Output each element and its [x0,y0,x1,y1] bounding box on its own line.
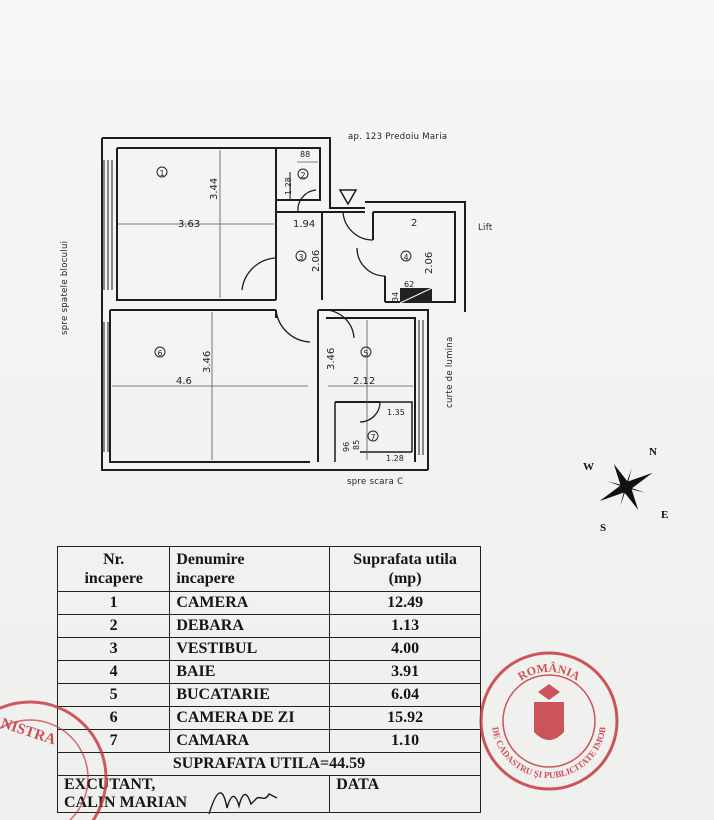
compass-south: S [600,522,606,534]
floor-plan: 1 2 3 4 5 6 7 3.63 3.44 88 1.28 1.94 2.0… [60,132,668,534]
header-name: Denumire incapere [169,546,331,592]
room-number-6: 6 [157,349,162,358]
cell-area: 6.04 [329,683,481,707]
executant-cell: EXCUTANT, CALIN MARIAN [56,775,331,813]
cell-area: 12.49 [329,591,481,615]
dim-r7-bottom: 1.28 [386,454,404,463]
bottom-label: spre scara C [347,477,403,487]
cell-nr: 1 [56,591,171,615]
cell-name: DEBARA [169,614,331,638]
dim-r5-width: 2.12 [353,376,375,387]
dim-r2-top: 88 [300,150,310,159]
cell-area: 1.13 [329,614,481,638]
door-arc-r1 [241,257,277,291]
cell-name: CAMARA [169,729,331,753]
entrance-marker [338,189,358,206]
cell-area: 15.92 [329,706,481,730]
right-side-label: curte de lumina [445,336,455,408]
lift-label: Lift [478,223,493,233]
compass-icon [599,464,653,510]
room-number-4: 4 [403,253,408,262]
apartment-label: ap. 123 Predoiu Maria [348,132,447,142]
dim-r3-height: 2.06 [311,250,322,272]
cell-nr: 7 [56,729,171,753]
room-number-2: 2 [300,171,305,180]
cell-nr: 5 [56,683,171,707]
cell-nr: 3 [56,637,171,661]
executant-name: CALIN MARIAN [64,794,188,811]
outer-wall-left-bottom [101,138,428,471]
table-row: 5 BUCATARIE 6.04 [56,683,481,707]
table-row: 4 BAIE 3.91 [56,660,481,684]
compass-west: W [583,461,594,473]
room-number-1: 1 [159,169,164,178]
dim-r2-side: 1.28 [284,177,293,195]
cell-name: BUCATARIE [169,683,331,707]
cell-area: 4.00 [329,637,481,661]
room-number-7: 7 [370,433,375,442]
dim-r1-height: 3.44 [209,178,220,200]
dim-r7-side-b: 85 [352,440,361,450]
dim-r5-height: 3.46 [326,348,337,370]
dim-r4-height: 2.06 [424,252,435,274]
left-stamp: NISTRA [0,700,108,820]
official-seal: ROMÂNIA DE CADASTRU ŞI PUBLICITATE IMOB [479,651,619,791]
cell-name: VESTIBUL [169,637,331,661]
total-cell: SUPRAFATA UTILA=44.59 [57,752,481,776]
dim-r4-small: 62 [404,280,414,289]
left-side-label: spre spatele blocului [60,241,70,335]
table-header-row: Nr. incapere Denumire incapere Suprafata… [56,546,481,592]
dim-r4-side: 34 [391,292,400,302]
cell-area: 3.91 [329,660,481,684]
dim-r1-width: 3.63 [178,219,200,230]
cell-nr: 2 [56,614,171,638]
seal-top-text: ROMÂNIA [515,661,583,684]
signature [208,792,278,815]
door-arc-r6 [275,309,311,343]
rooms-table: Nr. incapere Denumire incapere Suprafata… [56,546,481,813]
dim-r4-width: 2 [411,218,417,229]
total-row: SUPRAFATA UTILA=44.59 [57,752,481,776]
table-row: 1 CAMERA 12.49 [56,591,481,615]
compass-east: E [661,509,668,521]
dim-r7-side-a: 96 [342,442,351,452]
cell-nr: 4 [56,660,171,684]
compass-north: N [649,446,657,458]
dim-r7-width: 1.35 [387,408,405,417]
outer-wall-top [102,137,365,209]
table-row: 7 CAMARA 1.10 [56,729,481,753]
header-nr: Nr. incapere [56,546,171,592]
table-row: 6 CAMERA DE ZI 15.92 [56,706,481,730]
room-number-5: 5 [363,349,368,358]
dim-r6-height: 3.46 [202,351,213,373]
cell-name: CAMERA [169,591,331,615]
dim-r3-width: 1.94 [293,219,315,230]
dim-r6-width: 4.6 [176,376,192,387]
table-row: 2 DEBARA 1.13 [56,614,481,638]
header-area: Suprafata utila (mp) [329,546,481,592]
table-row: 3 VESTIBUL 4.00 [56,637,481,661]
cell-name: CAMERA DE ZI [169,706,331,730]
date-cell: DATA [329,775,481,813]
executant-row: EXCUTANT, CALIN MARIAN DATA [56,775,481,813]
room-number-3: 3 [298,253,303,262]
cell-name: BAIE [169,660,331,684]
cell-area: 1.10 [329,729,481,753]
